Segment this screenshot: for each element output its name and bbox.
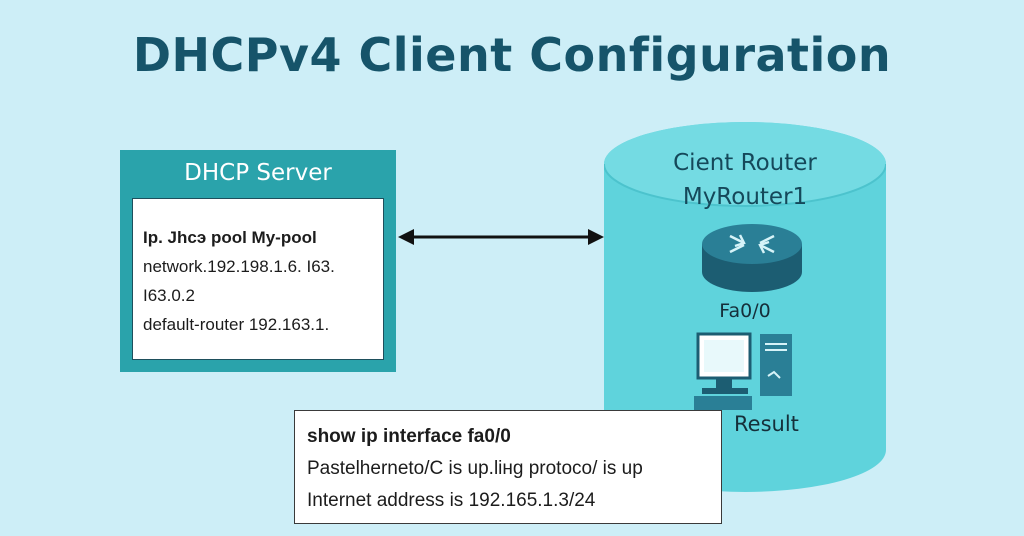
command-output-panel: show ip interface fa0/0 Pastelherneto/C …	[294, 410, 722, 524]
dhcp-server-title: DHCP Server	[184, 160, 332, 186]
pc-icon	[694, 332, 792, 410]
client-router-cylinder	[604, 122, 886, 492]
config-line-network: network.192.198.1.6. I63.	[143, 257, 335, 276]
page-title: DHCPv4 Client Configuration	[132, 28, 892, 82]
config-line-default-router: default-router 192.163.1.	[143, 315, 330, 334]
config-line-mask: I63.0.2	[143, 286, 195, 305]
dhcp-server-panel: DHCP Server Ip. Jhcэ pool My-pool networ…	[120, 150, 396, 372]
result-label: Result	[734, 412, 799, 436]
interface-label: Fa0/0	[719, 300, 771, 322]
output-line-address: Internet address is 192.165.1.3/24	[307, 490, 596, 511]
router-icon	[702, 224, 802, 292]
client-router-title: Cient Router	[673, 150, 817, 176]
dhcp-server-config: Ip. Jhcэ pool My-pool network.192.198.1.…	[132, 198, 384, 360]
output-line-status: Pastelherneto/C is up.liнg protoco/ is u…	[307, 458, 643, 479]
double-arrow-icon	[398, 229, 604, 245]
config-line-pool: Ip. Jhcэ pool My-pool	[143, 228, 317, 247]
client-router-name: MyRouter1	[682, 184, 808, 210]
show-command: show ip interface fa0/0	[307, 426, 511, 447]
